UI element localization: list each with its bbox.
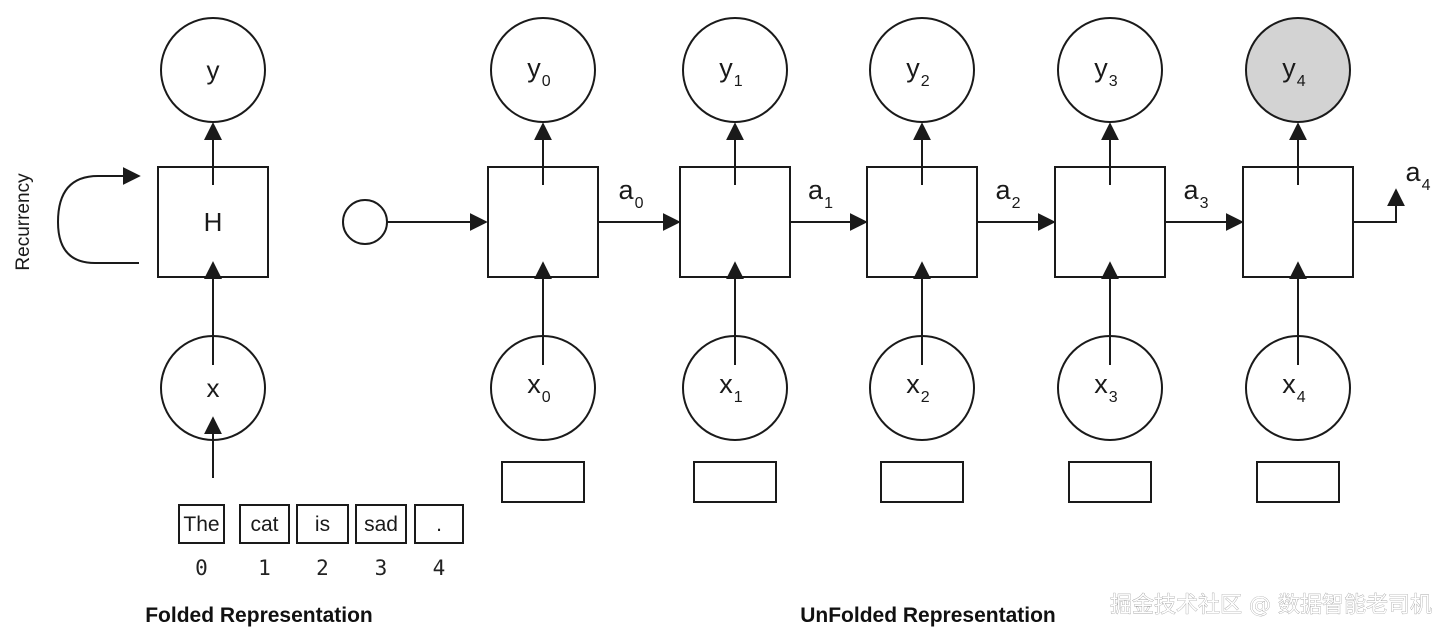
output-node <box>682 17 788 123</box>
final-hidden-state-label-subscript: 4 <box>1422 177 1431 194</box>
folded-index: 2 <box>316 556 329 580</box>
folded-output-label: y <box>207 55 220 85</box>
input-label-subscript: 4 <box>1297 389 1306 406</box>
input-label-subscript: 3 <box>1109 389 1118 406</box>
folded-token-text: sad <box>364 513 398 536</box>
output-node <box>490 17 596 123</box>
word-box <box>1068 461 1152 503</box>
recurrency-label: Recurrency <box>13 173 34 271</box>
folded-hidden-label: H <box>204 207 223 237</box>
output-label-main: y <box>719 53 733 83</box>
output-label: y3 <box>1094 53 1118 90</box>
folded-token-text: is <box>315 513 330 536</box>
folded-token-box <box>414 504 464 544</box>
output-label: y1 <box>719 53 743 90</box>
folded-index: 4 <box>433 556 446 580</box>
hidden-state-label: a0 <box>619 175 644 212</box>
folded-index: 3 <box>375 556 388 580</box>
initial-state-node <box>342 199 388 245</box>
folded-index: 1 <box>258 556 271 580</box>
output-label-main: y <box>1094 53 1108 83</box>
hidden-box <box>1242 166 1354 278</box>
output-label-main: y <box>1282 53 1296 83</box>
input-label: x0 <box>527 369 551 406</box>
final-hidden-state-arrow <box>1353 188 1405 223</box>
input-label-main: x <box>719 369 733 399</box>
folded-representation: y H Recurrency x The cat is sad <box>13 17 464 627</box>
output-label-subscript: 1 <box>734 73 743 90</box>
input-label-main: x <box>1282 369 1296 399</box>
hidden-box <box>679 166 791 278</box>
hidden-state-label-subscript: 1 <box>824 195 833 212</box>
output-node <box>1245 17 1351 123</box>
hidden-state-label-main: a <box>996 175 1012 205</box>
hidden-state-label-main: a <box>1184 175 1200 205</box>
input-label-main: x <box>1094 369 1108 399</box>
output-label: y4 <box>1282 53 1306 90</box>
input-label: x2 <box>906 369 930 406</box>
folded-index-list: 0 1 2 3 4 <box>195 556 445 580</box>
folded-token-text: cat <box>250 513 278 536</box>
output-label: y0 <box>527 53 551 90</box>
folded-token-box <box>355 504 407 544</box>
folded-caption: Folded Representation <box>145 604 373 627</box>
hidden-state-label-main: a <box>808 175 824 205</box>
input-label: x3 <box>1094 369 1118 406</box>
input-label-subscript: 2 <box>921 389 930 406</box>
word-box <box>1256 461 1340 503</box>
folded-hidden-box <box>157 166 269 278</box>
output-label-main: y <box>527 53 541 83</box>
hidden-state-label: a1 <box>808 175 833 212</box>
hidden-state-label-subscript: 2 <box>1012 195 1021 212</box>
folded-token-box <box>178 504 225 544</box>
input-label: x4 <box>1282 369 1306 406</box>
output-node <box>869 17 975 123</box>
word-box <box>501 461 585 503</box>
folded-token-box <box>296 504 349 544</box>
folded-token-text: The <box>183 513 219 536</box>
folded-token-list: The cat is sad . <box>178 504 464 544</box>
output-label-subscript: 4 <box>1297 73 1306 90</box>
hidden-state-label: a3 <box>1184 175 1209 212</box>
final-hidden-state-label: a4 <box>1406 157 1431 194</box>
word-box <box>880 461 964 503</box>
output-label-subscript: 2 <box>921 73 930 90</box>
output-label-main: y <box>906 53 920 83</box>
hidden-state-label: a2 <box>996 175 1021 212</box>
hidden-box <box>1054 166 1166 278</box>
recurrency-loop-arrow <box>56 167 141 264</box>
input-label: x1 <box>719 369 743 406</box>
input-label-main: x <box>906 369 920 399</box>
folded-token-text: . <box>436 513 442 536</box>
output-label-subscript: 0 <box>542 73 551 90</box>
hidden-box <box>487 166 599 278</box>
folded-input-label: x <box>207 373 220 403</box>
input-label-subscript: 1 <box>734 389 743 406</box>
watermark-text: 掘金技术社区 @ 数据智能老司机 <box>1110 593 1432 618</box>
hidden-state-label-subscript: 0 <box>635 195 644 212</box>
input-label-main: x <box>527 369 541 399</box>
folded-output-node <box>160 17 266 123</box>
folded-index: 0 <box>195 556 208 580</box>
input-label-subscript: 0 <box>542 389 551 406</box>
hidden-state-label-subscript: 3 <box>1200 195 1209 212</box>
folded-token-box <box>239 504 290 544</box>
unfolded-caption: UnFolded Representation <box>800 604 1056 627</box>
word-box <box>693 461 777 503</box>
final-hidden-state-label-main: a <box>1406 157 1422 187</box>
output-label-subscript: 3 <box>1109 73 1118 90</box>
hidden-state-label-main: a <box>619 175 635 205</box>
output-node <box>1057 17 1163 123</box>
output-label: y2 <box>906 53 930 90</box>
